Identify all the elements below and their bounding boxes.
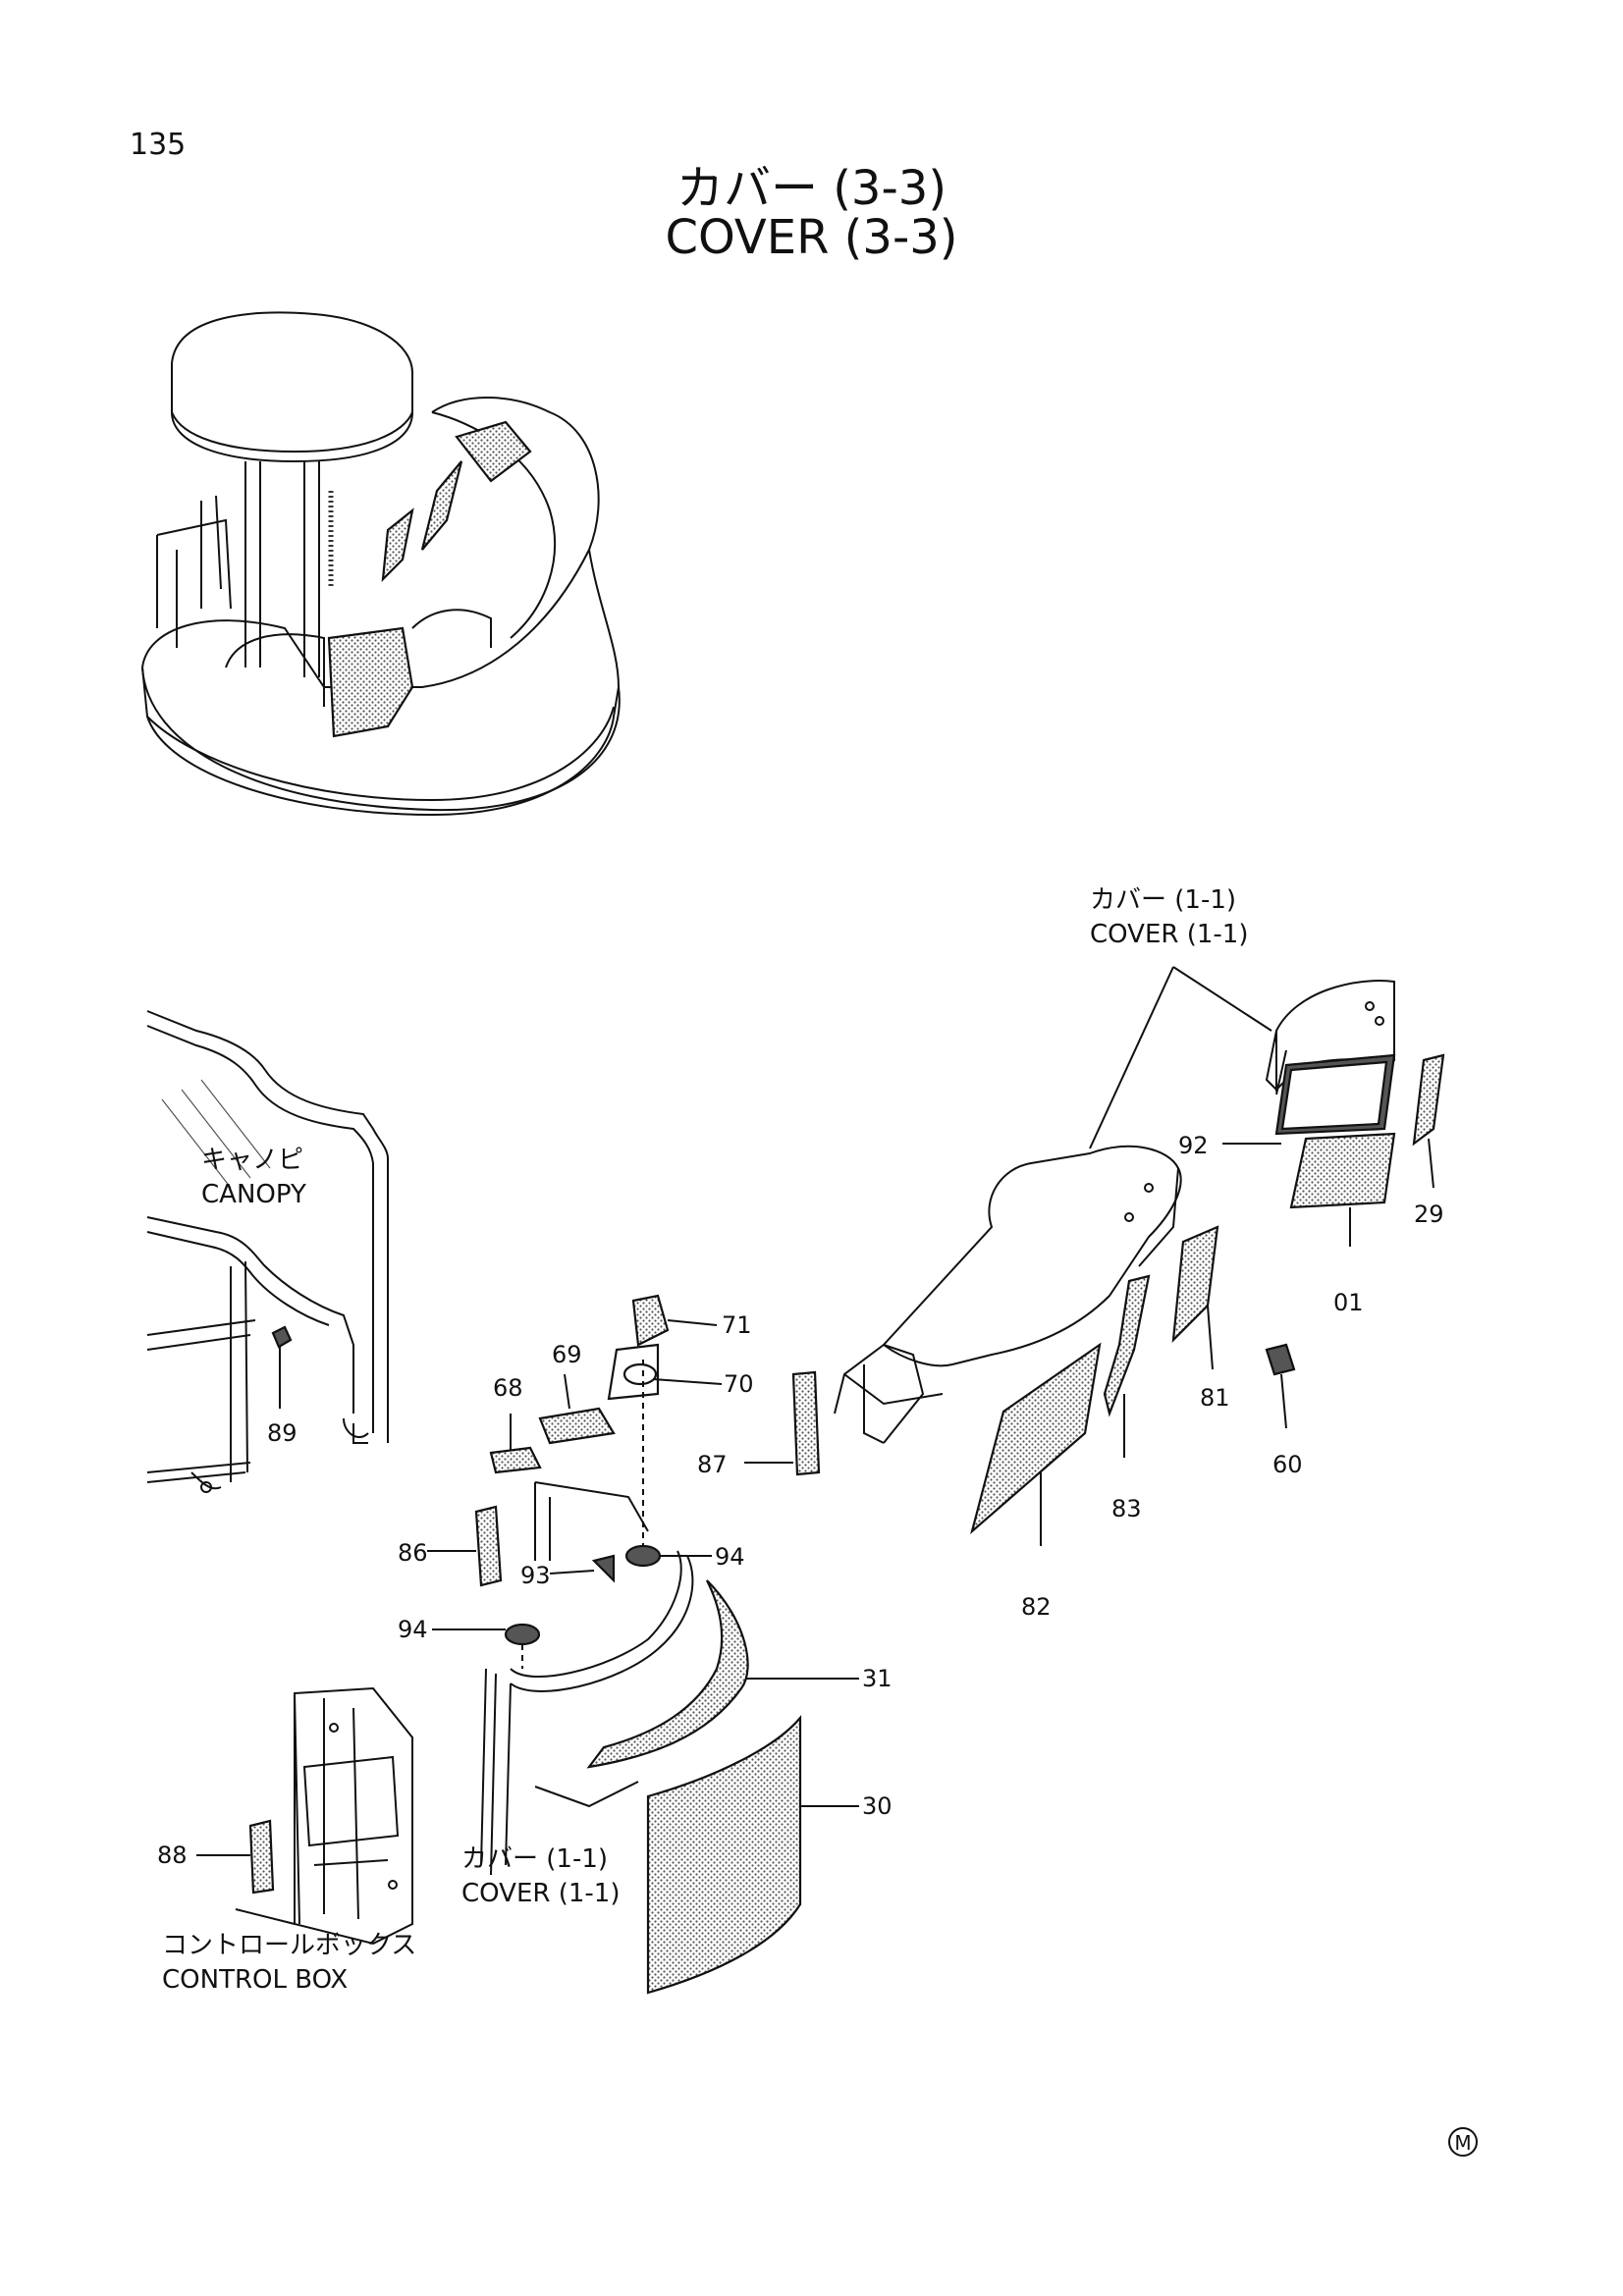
cover-reference-bottom-japanese: カバー (1-1) bbox=[461, 1844, 608, 1874]
part-number-94-lower: 94 bbox=[398, 1616, 428, 1643]
control-box-label-english: CONTROL BOX bbox=[162, 1965, 348, 1995]
canopy-drawing bbox=[146, 1010, 389, 1493]
part-number-60: 60 bbox=[1272, 1451, 1303, 1478]
part-number-68: 68 bbox=[493, 1374, 523, 1402]
canopy-label-japanese: キャノピ bbox=[201, 1146, 303, 1175]
part-number-81: 81 bbox=[1200, 1384, 1230, 1412]
control-box-drawing bbox=[196, 1347, 413, 1946]
upper-right-cover-assembly bbox=[744, 966, 1445, 1546]
part-number-86: 86 bbox=[398, 1539, 428, 1567]
cover-reference-top-japanese: カバー (1-1) bbox=[1090, 885, 1236, 915]
part-number-30: 30 bbox=[862, 1792, 893, 1820]
part-number-89: 89 bbox=[267, 1419, 298, 1447]
control-box-label-japanese: コントロールボックス bbox=[162, 1931, 416, 1960]
part-number-93: 93 bbox=[520, 1562, 551, 1589]
page-number: 135 bbox=[130, 128, 187, 162]
part-number-70: 70 bbox=[724, 1370, 754, 1398]
part-number-29: 29 bbox=[1414, 1201, 1444, 1228]
center-cover-assembly bbox=[427, 1294, 859, 1995]
part-number-82: 82 bbox=[1021, 1593, 1052, 1621]
part-number-71: 71 bbox=[722, 1311, 752, 1339]
part-number-92: 92 bbox=[1178, 1132, 1209, 1159]
page-title-english: COVER (3-3) bbox=[665, 210, 958, 265]
part-number-31: 31 bbox=[862, 1665, 893, 1692]
page-title-japanese: カバー (3-3) bbox=[676, 161, 947, 216]
cover-reference-bottom-english: COVER (1-1) bbox=[461, 1879, 620, 1908]
part-number-01: 01 bbox=[1333, 1289, 1364, 1316]
part-number-69: 69 bbox=[552, 1341, 582, 1368]
part-number-83: 83 bbox=[1111, 1495, 1142, 1522]
part-number-94-upper: 94 bbox=[715, 1543, 745, 1571]
circled-m-mark: M bbox=[1448, 2127, 1478, 2157]
part-number-88: 88 bbox=[157, 1842, 188, 1869]
part-number-87: 87 bbox=[697, 1451, 728, 1478]
cover-reference-top-english: COVER (1-1) bbox=[1090, 920, 1248, 949]
machine-overview-drawing bbox=[141, 311, 621, 817]
canopy-label-english: CANOPY bbox=[201, 1180, 306, 1209]
mark-letter: M bbox=[1454, 2131, 1471, 2155]
